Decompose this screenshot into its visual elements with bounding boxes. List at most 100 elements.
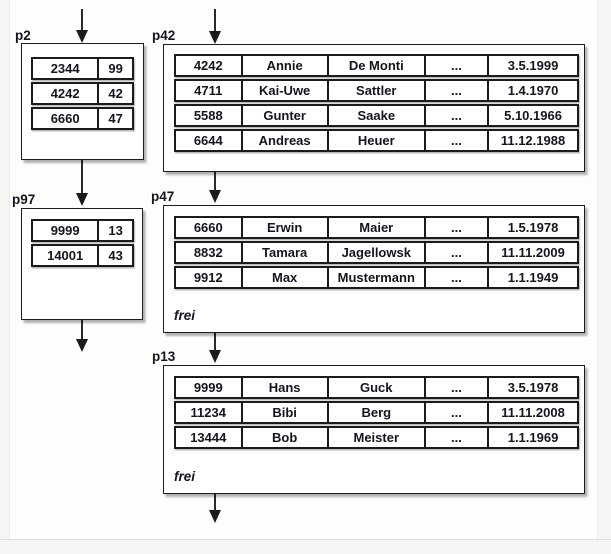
table-cell: 14001 xyxy=(47,248,84,263)
table-cell: 11.11.2008 xyxy=(487,403,577,422)
table-cell: Bibi xyxy=(240,403,327,422)
table-cell: Tamara xyxy=(240,243,327,262)
table-cell: ... xyxy=(423,56,487,75)
table-cell: 5.10.1966 xyxy=(487,106,577,125)
table-cell: 1.1.1949 xyxy=(487,268,577,287)
arrow-line xyxy=(214,494,216,512)
arrow-head-icon xyxy=(76,30,88,43)
table-cell: ... xyxy=(423,378,487,397)
table-cell: 4242 xyxy=(50,86,80,101)
table-cell: 8832 xyxy=(193,245,223,260)
table-cell: Max xyxy=(240,268,327,287)
table-cell: De Monti xyxy=(326,56,424,75)
arrow-head-icon xyxy=(76,339,88,352)
table-cell: Maier xyxy=(326,218,424,237)
table-cell: 1.5.1978 xyxy=(487,218,577,237)
table-cell: Kai-Uwe xyxy=(240,81,327,100)
page-label-p47: p47 xyxy=(151,189,175,204)
free-space-label: frei xyxy=(174,308,196,323)
arrow-head-icon xyxy=(209,510,221,523)
table-cell: 6660 xyxy=(50,111,80,126)
table-cell: 9912 xyxy=(193,270,223,285)
table-cell: Mustermann xyxy=(326,268,424,287)
page-label-p2: p2 xyxy=(15,28,31,43)
table-row: 14001 43 xyxy=(31,244,134,267)
arrow-line xyxy=(214,172,216,192)
table-cell: ... xyxy=(423,268,487,287)
page-label-p97: p97 xyxy=(12,192,36,207)
table-cell: 5588 xyxy=(193,108,223,123)
page-label-p13: p13 xyxy=(152,349,176,364)
table-cell: Gunter xyxy=(240,106,327,125)
table-cell: 9999 xyxy=(50,223,80,238)
slide-margin-left xyxy=(0,0,10,554)
table-cell: Andreas xyxy=(240,131,327,150)
table-row: 9999 13 xyxy=(31,219,134,242)
arrow-line xyxy=(214,333,216,352)
table-cell: Berg xyxy=(326,403,424,422)
slide-margin-bottom xyxy=(0,539,611,554)
table-cell: Heuer xyxy=(326,131,424,150)
slide-margin-right xyxy=(597,0,611,554)
table-cell: 9999 xyxy=(193,380,223,395)
table-cell: 3.5.1999 xyxy=(487,56,577,75)
arrow-head-icon xyxy=(209,190,221,203)
table-cell: 11234 xyxy=(190,405,226,420)
table-cell: 11.11.2009 xyxy=(487,243,577,262)
table-cell: 6660 xyxy=(193,220,223,235)
table-cell: Saake xyxy=(326,106,424,125)
arrow-head-icon xyxy=(209,31,221,44)
table-cell: 1.1.1969 xyxy=(487,428,577,447)
arrow-line xyxy=(214,9,216,32)
table-row: 6660 47 xyxy=(31,107,134,130)
arrow-line xyxy=(81,9,83,31)
table-cell: 1.4.1970 xyxy=(487,81,577,100)
table-cell: 13444 xyxy=(190,430,227,445)
table-cell: 4711 xyxy=(194,83,223,98)
table-cell: Annie xyxy=(240,56,327,75)
table-cell: 2344 xyxy=(50,61,80,76)
table-cell: Hans xyxy=(240,378,327,397)
arrow-head-icon xyxy=(209,350,221,363)
table-cell: 43 xyxy=(97,246,132,265)
table-cell: 47 xyxy=(97,109,132,128)
table-row: 2344 99 xyxy=(31,57,134,80)
table-cell: Erwin xyxy=(240,218,327,237)
table-cell: ... xyxy=(423,403,487,422)
table-cell: Sattler xyxy=(326,81,424,100)
table-cell: Meister xyxy=(326,428,424,447)
free-space-label: frei xyxy=(174,469,196,484)
table-cell: ... xyxy=(423,428,487,447)
arrow-line xyxy=(81,320,83,341)
index-table-p97: 9999 13 14001 43 xyxy=(31,219,134,267)
page-label-p42: p42 xyxy=(152,28,176,43)
arrow-line xyxy=(81,160,83,195)
arrow-head-icon xyxy=(76,193,88,206)
table-cell: 3.5.1978 xyxy=(487,378,577,397)
table-cell: 13 xyxy=(97,221,132,240)
table-cell: ... xyxy=(423,131,487,150)
table-cell: ... xyxy=(423,218,487,237)
table-cell: Jagellowsk xyxy=(326,243,424,262)
table-cell: 99 xyxy=(97,59,132,78)
table-cell: ... xyxy=(423,106,487,125)
table-cell: 42 xyxy=(97,84,132,103)
table-cell: Bob xyxy=(240,428,327,447)
